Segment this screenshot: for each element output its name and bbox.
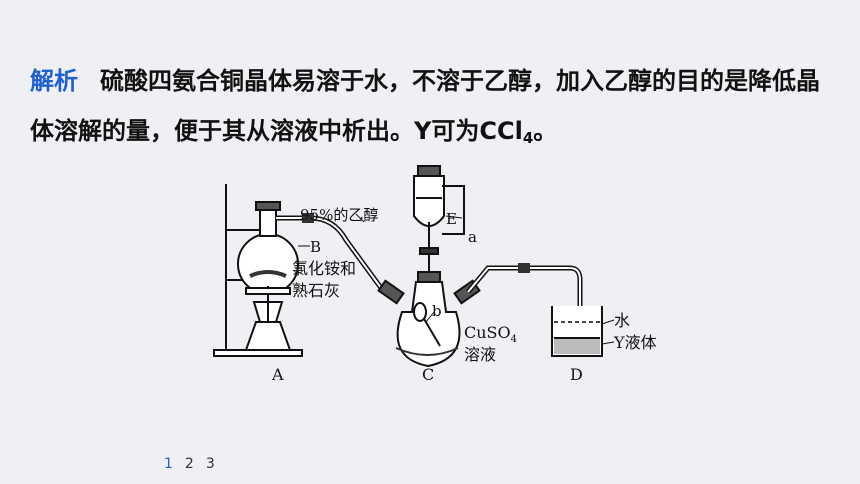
- water-label: 水: [614, 311, 630, 330]
- analysis-subscript: 4: [522, 129, 534, 147]
- flask-B-label: B: [310, 238, 321, 256]
- solution-label: 溶液: [464, 345, 496, 364]
- three-neck-flask-C: [377, 271, 481, 368]
- ethanol-label: 95%的乙醇: [300, 206, 378, 224]
- apparatus-C-label: C: [422, 365, 434, 384]
- separatory-funnel-E: [413, 165, 465, 272]
- funnel-E-label: E: [446, 210, 457, 228]
- y-liquid-label: Y液体: [613, 333, 657, 352]
- apparatus-D-label: D: [570, 365, 583, 384]
- analysis-paragraph: 解析硫酸四氨合铜晶体易溶于水，不溶于乙醇，加入乙醇的目的是降低晶体溶解的量，便于…: [30, 56, 840, 163]
- page-link-2[interactable]: 2: [184, 456, 194, 472]
- tube-b-label: b: [432, 302, 442, 320]
- analysis-tag: 解析: [30, 67, 78, 95]
- cuso4-label: CuSO4: [464, 323, 517, 345]
- analysis-text: 硫酸四氨合铜晶体易溶于水，不溶于乙醇，加入乙醇的目的是降低晶体溶解的量，便于其从…: [30, 67, 820, 145]
- tube-a-label: a: [468, 228, 477, 246]
- reagent-label-2: 熟石灰: [292, 281, 340, 300]
- page-link-3[interactable]: 3: [205, 456, 215, 472]
- apparatus-diagram: 95%的乙醇 B 氯化铵和 熟石灰 E a b CuSO4 溶液 水 Y液体 A…: [213, 165, 657, 384]
- reagent-label-1: 氯化铵和: [292, 259, 356, 278]
- analysis-end: 。: [533, 117, 558, 145]
- beaker-D: [551, 306, 603, 357]
- apparatus-A: [213, 184, 303, 357]
- apparatus-A-label: A: [271, 365, 284, 384]
- page-link-1[interactable]: 1: [164, 456, 173, 472]
